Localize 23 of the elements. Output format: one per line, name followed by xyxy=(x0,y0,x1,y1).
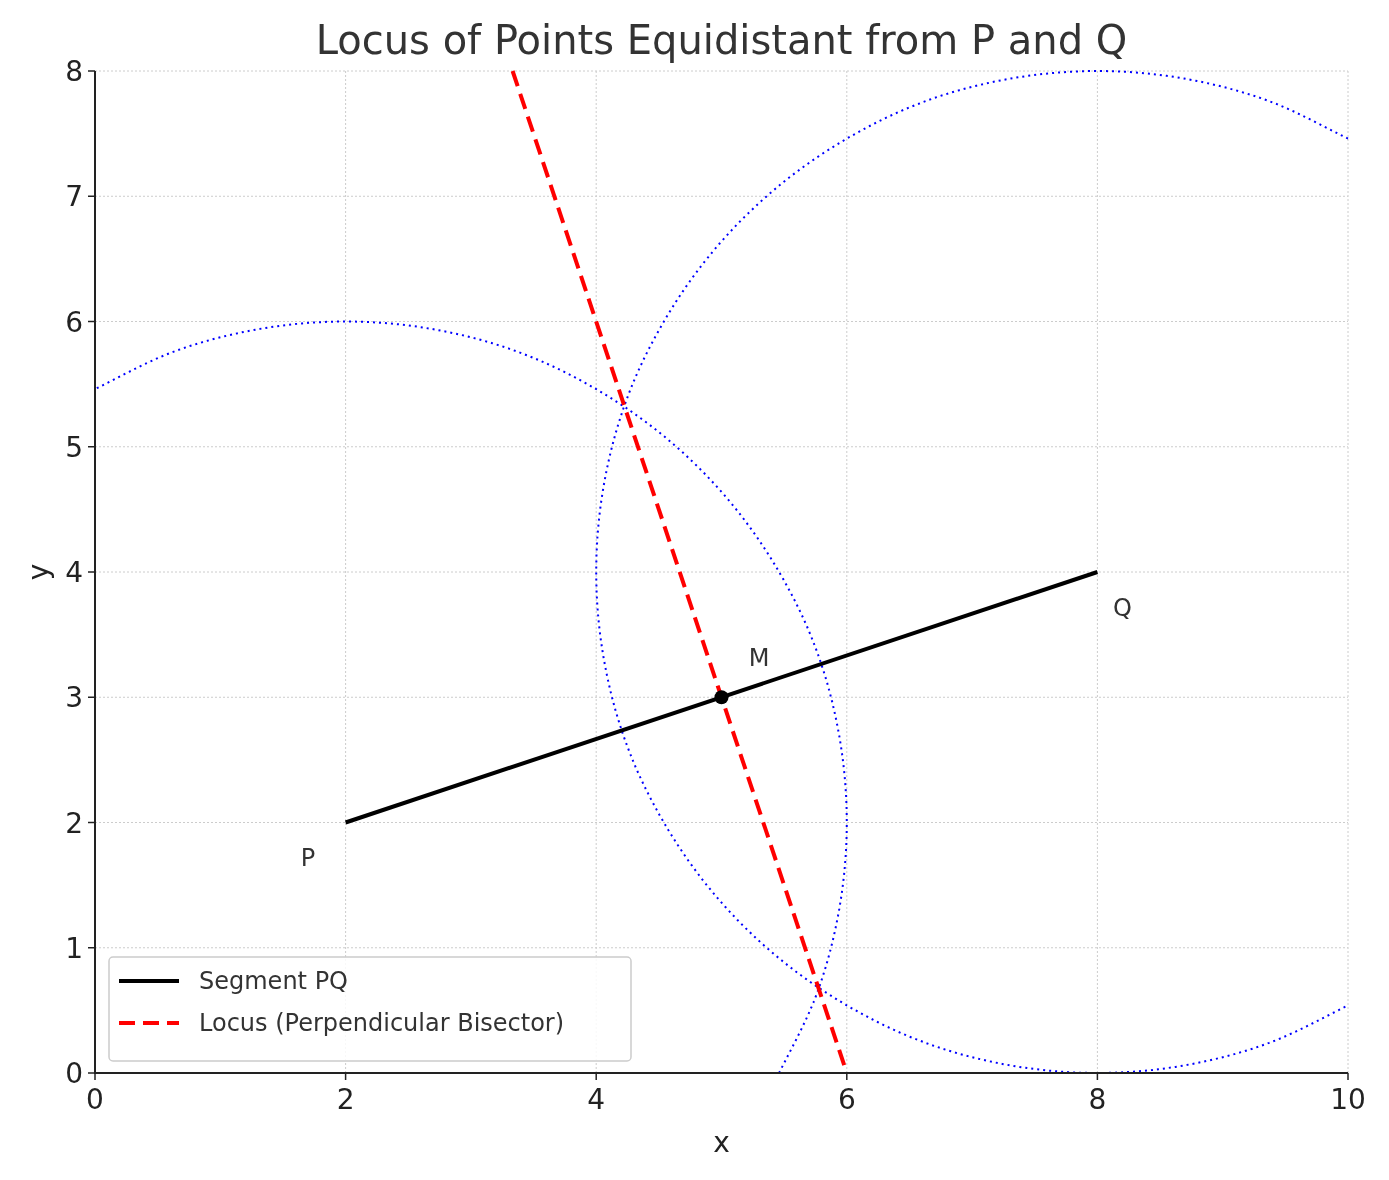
tick-label: 8 xyxy=(65,55,83,88)
tick-label: 2 xyxy=(65,806,83,840)
chart-title: Locus of Points Equidistant from P and Q xyxy=(315,17,1128,63)
tick-label: 0 xyxy=(65,1057,83,1090)
tick-label: 6 xyxy=(65,305,83,339)
tick-label: 2 xyxy=(336,1083,355,1116)
axis-title: y xyxy=(22,563,55,581)
tick-label: 1 xyxy=(65,931,83,965)
tick-label: 8 xyxy=(1088,1083,1107,1116)
tick-label: 4 xyxy=(65,556,83,589)
axis-title: x xyxy=(713,1126,730,1159)
tick-label: 7 xyxy=(65,180,83,214)
point-label: P xyxy=(300,844,316,873)
tick-label: 10 xyxy=(1330,1083,1366,1116)
point-label: Q xyxy=(1113,593,1132,622)
tick-label: 5 xyxy=(65,430,83,464)
tick-label: 4 xyxy=(587,1083,606,1116)
tick-label: 3 xyxy=(65,681,83,715)
point-label: M xyxy=(748,643,770,672)
tick-label: 6 xyxy=(837,1083,856,1116)
legend-label: Locus (Perpendicular Bisector) xyxy=(199,1009,565,1037)
tick-label: 0 xyxy=(86,1083,104,1116)
legend-label: Segment PQ xyxy=(199,967,348,995)
